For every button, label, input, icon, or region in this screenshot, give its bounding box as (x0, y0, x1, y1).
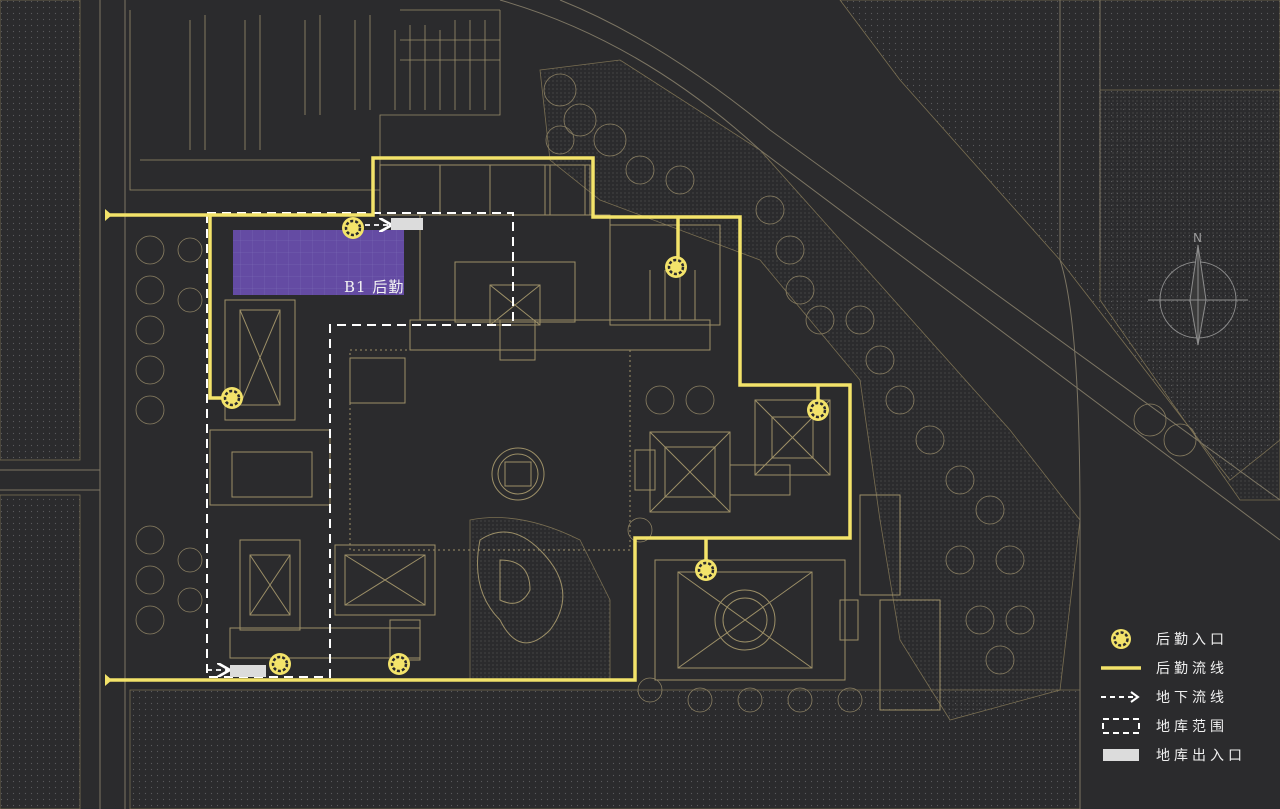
north-arrow-icon: N (1148, 231, 1248, 346)
entrance-marker-icon (1098, 628, 1144, 649)
legend-item-underground-route: 地下流线 (1098, 682, 1268, 711)
parking-rows (129, 9, 501, 191)
north-label: N (1193, 231, 1202, 245)
trees (135, 73, 1197, 713)
legend-label: 后勤入口 (1156, 631, 1228, 648)
entrance-marker (342, 217, 364, 239)
buildings (209, 164, 941, 711)
entrance-marker (269, 653, 291, 675)
entrance-marker (388, 653, 410, 675)
entrance-marker (695, 559, 717, 581)
legend-item-basement-extent: 地库范围 (1098, 711, 1268, 740)
yellow-line-icon (1098, 658, 1144, 678)
legend-item-logistics-route: 后勤流线 (1098, 653, 1268, 682)
legend-label: 地库出入口 (1156, 747, 1246, 764)
map-legend: 后勤入口 后勤流线 地下流线 地库范围 地库出入口 (1098, 624, 1268, 769)
dashed-arrow-icon (1098, 687, 1144, 707)
entrance-marker (221, 387, 243, 409)
garage-entrance-south[interactable] (230, 665, 266, 677)
legend-label: 地库范围 (1156, 718, 1228, 735)
underground-route (207, 225, 390, 670)
dashed-box-icon (1098, 716, 1144, 736)
legend-label: 地下流线 (1156, 689, 1228, 706)
b1-zone-label: B1 后勤 (344, 278, 405, 296)
grey-block-icon (1098, 745, 1144, 765)
basement-extent (206, 212, 514, 678)
entrance-marker (807, 399, 829, 421)
legend-item-garage-entrance: 地库出入口 (1098, 740, 1268, 769)
legend-item-entrance: 后勤入口 (1098, 624, 1268, 653)
legend-label: 后勤流线 (1156, 660, 1228, 677)
garage-entrance-north[interactable] (391, 218, 423, 230)
entrance-marker (665, 256, 687, 278)
logistics-entrance-markers (221, 217, 829, 675)
